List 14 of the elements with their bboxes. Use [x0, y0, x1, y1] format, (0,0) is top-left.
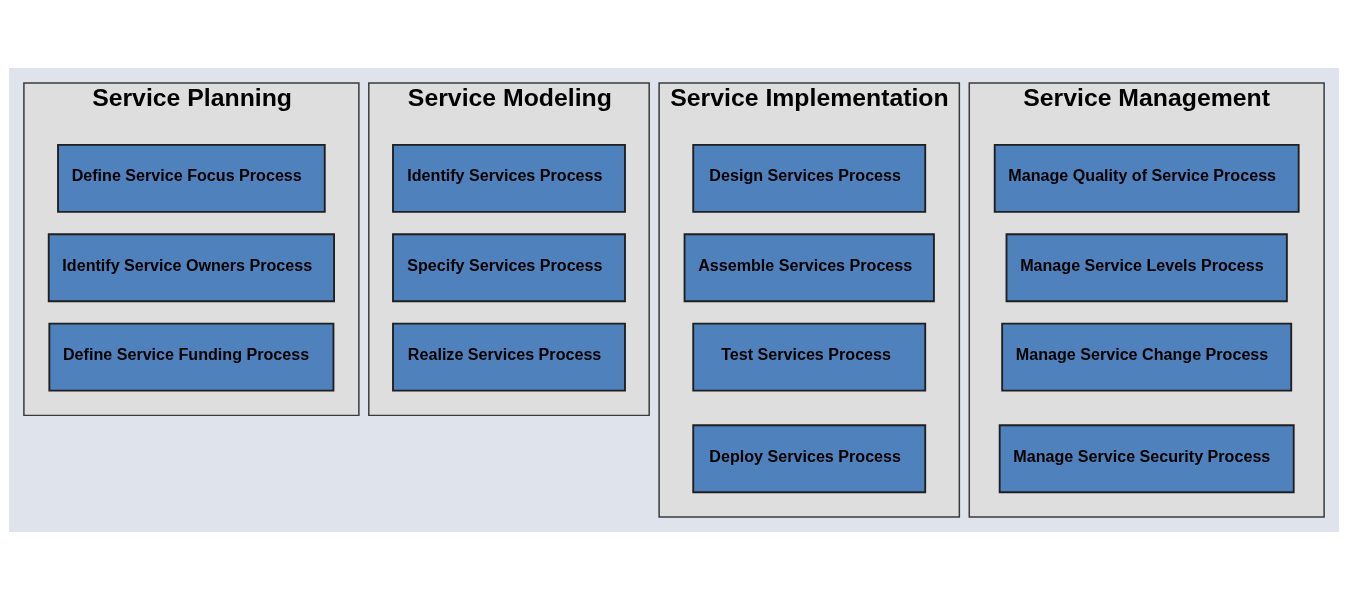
- node-box: Manage Service Change Process: [1001, 322, 1293, 391]
- node-box: Manage Service Levels Process: [1005, 232, 1288, 302]
- node-box: Deploy Services Process: [692, 423, 927, 493]
- node-box: Define Service Focus Process: [57, 143, 326, 213]
- node-box: Manage Service Security Process: [998, 423, 1295, 493]
- node-box: Identify Services Process: [392, 143, 626, 213]
- node-box: Define Service Funding Process: [48, 322, 335, 391]
- node-box: Manage Quality of Service Process: [993, 143, 1300, 213]
- node-box: Identify Service Owners Process: [47, 232, 335, 302]
- node-box: Realize Services Process: [392, 322, 626, 391]
- node-box: Test Services Process: [692, 322, 927, 391]
- node-box: Assemble Services Process: [683, 232, 935, 302]
- node-box: Specify Services Process: [392, 232, 626, 302]
- node-box: Design Services Process: [692, 143, 927, 213]
